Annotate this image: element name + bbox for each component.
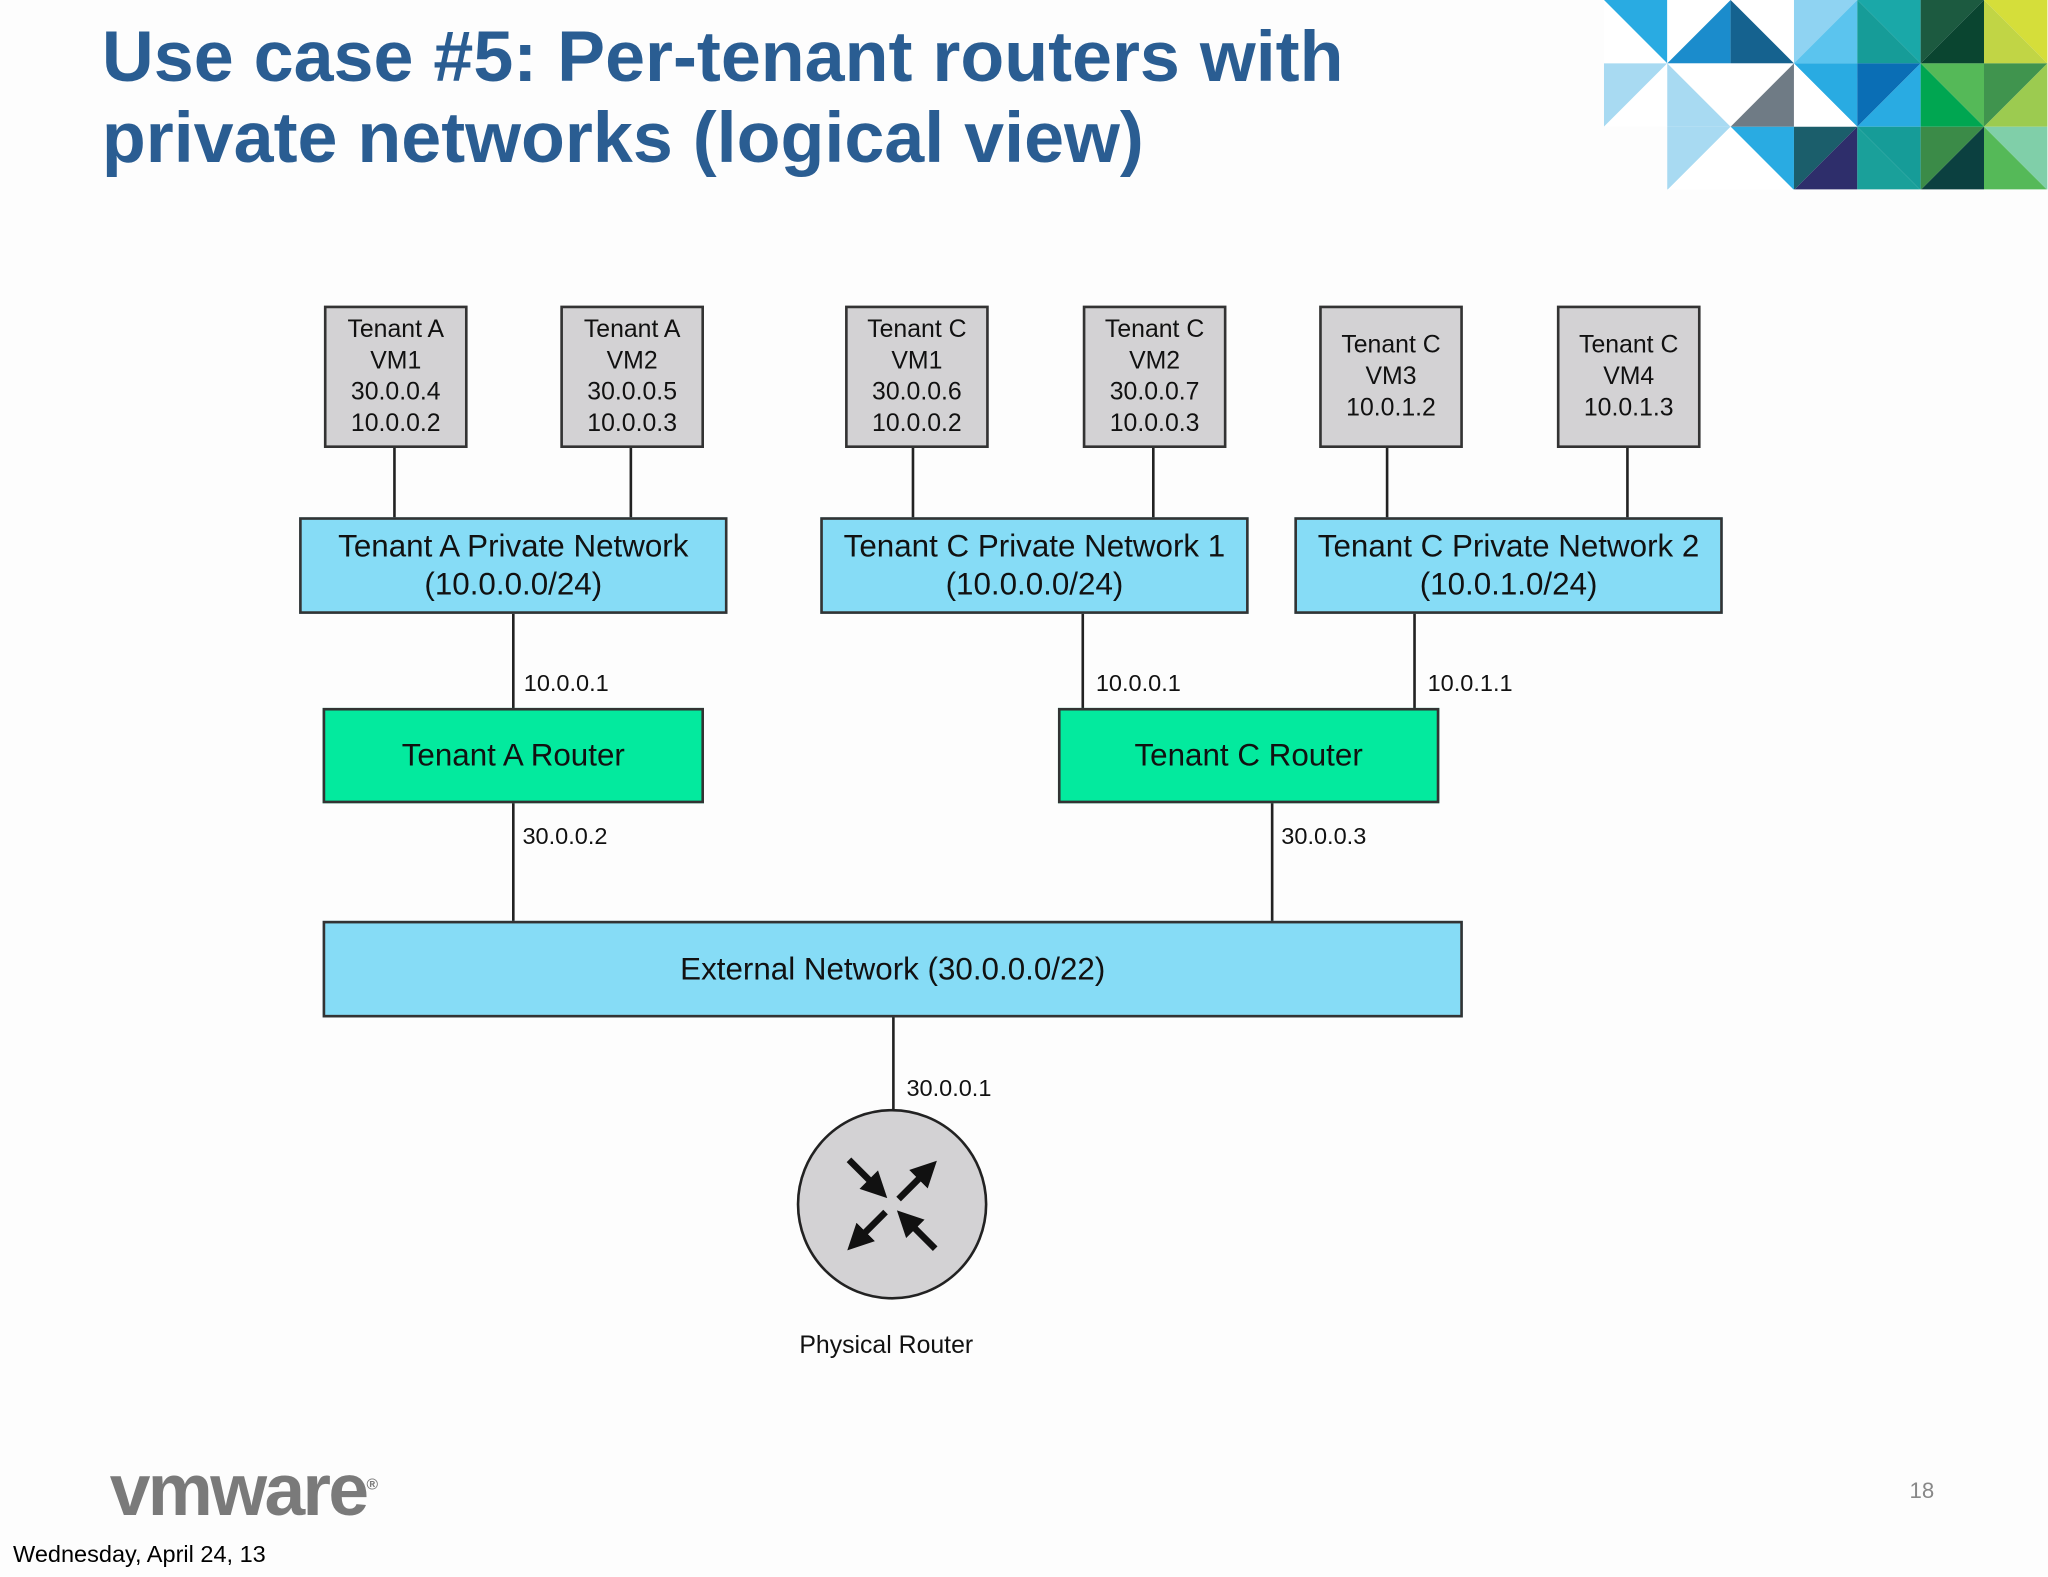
slide-title: Use case #5: Per-tenant routers with pri…: [102, 16, 1344, 178]
connector-line: [1385, 447, 1389, 519]
ip-label: 10.0.1.1: [1427, 670, 1513, 697]
physical-router-icon: [796, 1108, 988, 1300]
mosaic-tile: [1920, 0, 1984, 64]
mosaic-tile: [1983, 126, 2048, 190]
mosaic-tile: [1920, 126, 1984, 190]
title-line-1: Use case #5: Per-tenant routers with: [101, 15, 1344, 97]
ip-label: 30.0.0.2: [522, 822, 608, 849]
mosaic-tile: [1603, 63, 1668, 127]
mosaic-tile: [1921, 126, 1984, 190]
page-number: 18: [1909, 1478, 1935, 1504]
router-tenant-c: Tenant C Router: [1057, 707, 1440, 804]
connector-line: [511, 613, 515, 710]
ip-label: 10.0.0.1: [523, 670, 609, 697]
connector-line: [892, 1017, 895, 1112]
mosaic-tile: [1667, 0, 1731, 64]
router-tenant-a: Tenant A Router: [322, 707, 704, 804]
vmware-logo: vmware®: [109, 1448, 378, 1531]
mosaic-tile: [1793, 0, 1858, 64]
mosaic-tile: [1857, 0, 1921, 64]
decorative-mosaic: [1603, 0, 2048, 190]
connector-line: [1151, 447, 1155, 519]
mosaic-tile: [1983, 63, 2048, 127]
mosaic-tile: [1857, 63, 1921, 127]
network-tenant-c-private-2: Tenant C Private Network 2(10.0.1.0/24): [1294, 517, 1723, 614]
ip-label: 10.0.0.1: [1095, 670, 1181, 697]
connector-line: [511, 803, 515, 923]
mosaic-tile: [1730, 63, 1794, 127]
mosaic-tile: [1857, 0, 1921, 64]
mosaic-tile: [1793, 63, 1858, 127]
connector-line: [1081, 613, 1085, 710]
mosaic-tile: [1793, 63, 1858, 127]
mosaic-tile: [1794, 126, 1858, 190]
mosaic-tile: [1857, 63, 1921, 127]
network-tenant-c-private-1: Tenant C Private Network 1(10.0.0.0/24): [820, 517, 1249, 614]
connector-line: [1626, 447, 1629, 519]
mosaic-tile: [1730, 126, 1794, 190]
connector-line: [629, 447, 633, 519]
mosaic-tile: [1793, 126, 1858, 190]
mosaic-tile: [1667, 63, 1731, 127]
mosaic-tile: [1667, 126, 1731, 190]
date-label: Wednesday, April 24, 13: [13, 1541, 266, 1568]
mosaic-tile: [1920, 63, 1984, 127]
connector-line: [911, 447, 915, 519]
network-tenant-a-private: Tenant A Private Network(10.0.0.0/24): [299, 517, 728, 614]
ip-label: 30.0.0.3: [1281, 822, 1367, 849]
mosaic-tile: [1857, 126, 1921, 190]
mosaic-tile: [1603, 0, 1668, 64]
ip-label: 30.0.0.1: [906, 1074, 992, 1102]
connector-line: [393, 447, 396, 519]
physical-router-label: Physical Router: [799, 1332, 974, 1360]
connector-line: [1413, 613, 1416, 710]
connector-line: [1270, 803, 1274, 923]
mosaic-tile: [1857, 126, 1920, 190]
mosaic-tile: [1667, 0, 1731, 64]
mosaic-tile: [1983, 0, 2048, 64]
mosaic-tile: [1730, 126, 1794, 190]
external-network: External Network (30.0.0.0/22): [322, 920, 1463, 1018]
mosaic-tile: [1793, 0, 1858, 64]
mosaic-tile: [1730, 0, 1794, 64]
mosaic-tile: [1667, 63, 1731, 127]
mosaic-tile: [1667, 126, 1731, 190]
title-line-2: private networks (logical view): [101, 96, 1144, 178]
